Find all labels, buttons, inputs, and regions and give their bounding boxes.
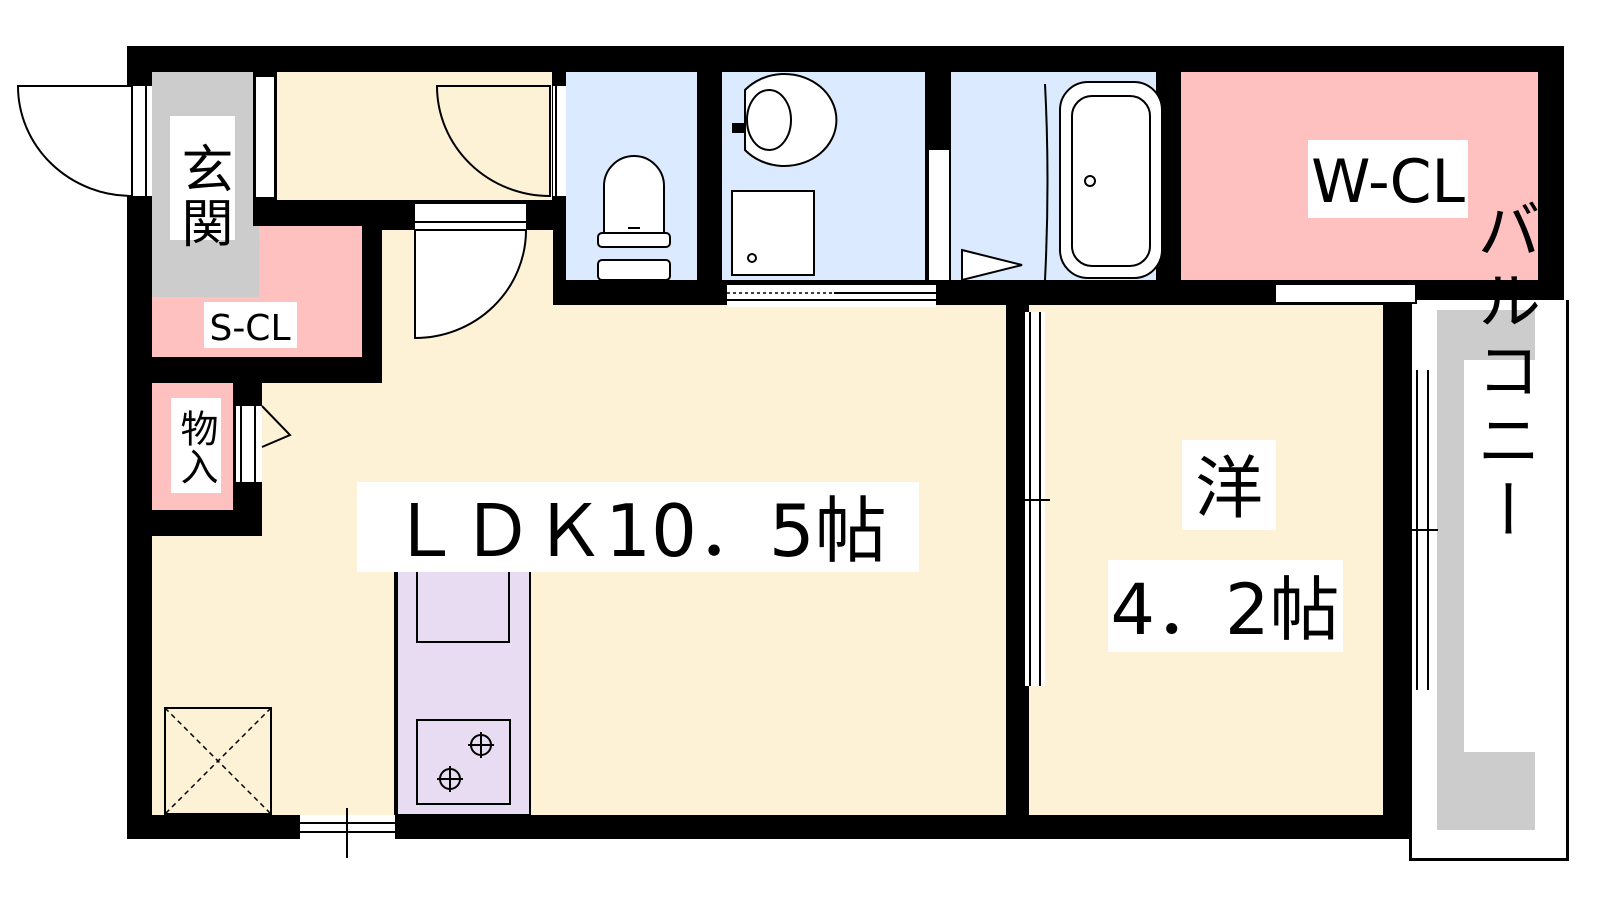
- label-balcony: バルコニー: [1464, 197, 1541, 752]
- storage-label: 物入: [174, 409, 218, 485]
- toilet-icon: [597, 155, 671, 281]
- ldk-western-sliding-door: [1020, 312, 1050, 686]
- burner-icon: [437, 732, 494, 792]
- balcony-inner-edge: [1409, 300, 1412, 860]
- kitchen-left-edge: [395, 562, 398, 815]
- washroom-sliding-door: [727, 285, 936, 307]
- ldk-window: [300, 808, 395, 858]
- stove-top: [416, 719, 511, 805]
- western-name-label: 洋: [1195, 450, 1263, 529]
- washing-machine-pan: [731, 190, 815, 276]
- kitchen-sink: [416, 566, 510, 643]
- label-wcl: W-CL: [1308, 140, 1468, 218]
- western-size-label: 4．2帖: [1110, 569, 1339, 651]
- wcl-label: W-CL: [1311, 147, 1465, 217]
- label-western: 洋 4．2帖: [1108, 440, 1343, 652]
- entrance-door: [16, 85, 152, 198]
- shoe-closet-label: S-CL: [209, 308, 290, 349]
- bath-curved-wall: [1044, 83, 1049, 281]
- balcony-rail: [1566, 300, 1569, 860]
- genkan-step-opening: [254, 75, 276, 199]
- floor-hatch-icon: [164, 707, 272, 815]
- balcony-rail-bottom: [1409, 858, 1569, 861]
- balcony-window: [1407, 370, 1438, 690]
- genkan-label: 玄関: [172, 142, 232, 250]
- bathtub-icon: [1059, 81, 1163, 279]
- label-storage: 物入: [171, 398, 221, 493]
- label-ldk: ＬＤＫ10．5帖: [357, 482, 919, 573]
- washbasin-icon: [732, 73, 838, 167]
- bathroom-door: [929, 150, 1023, 282]
- drain-icon: [747, 253, 757, 263]
- ldk-door: [414, 204, 528, 340]
- label-genkan: 玄関: [170, 116, 235, 250]
- ldk-label: ＬＤＫ10．5帖: [389, 489, 886, 573]
- wcl-opening: [1274, 283, 1417, 304]
- storage-door: [236, 405, 292, 482]
- corridor-door: [435, 85, 566, 198]
- balcony-label: バルコニー: [1466, 197, 1540, 547]
- label-shoe-closet: S-CL: [204, 302, 297, 349]
